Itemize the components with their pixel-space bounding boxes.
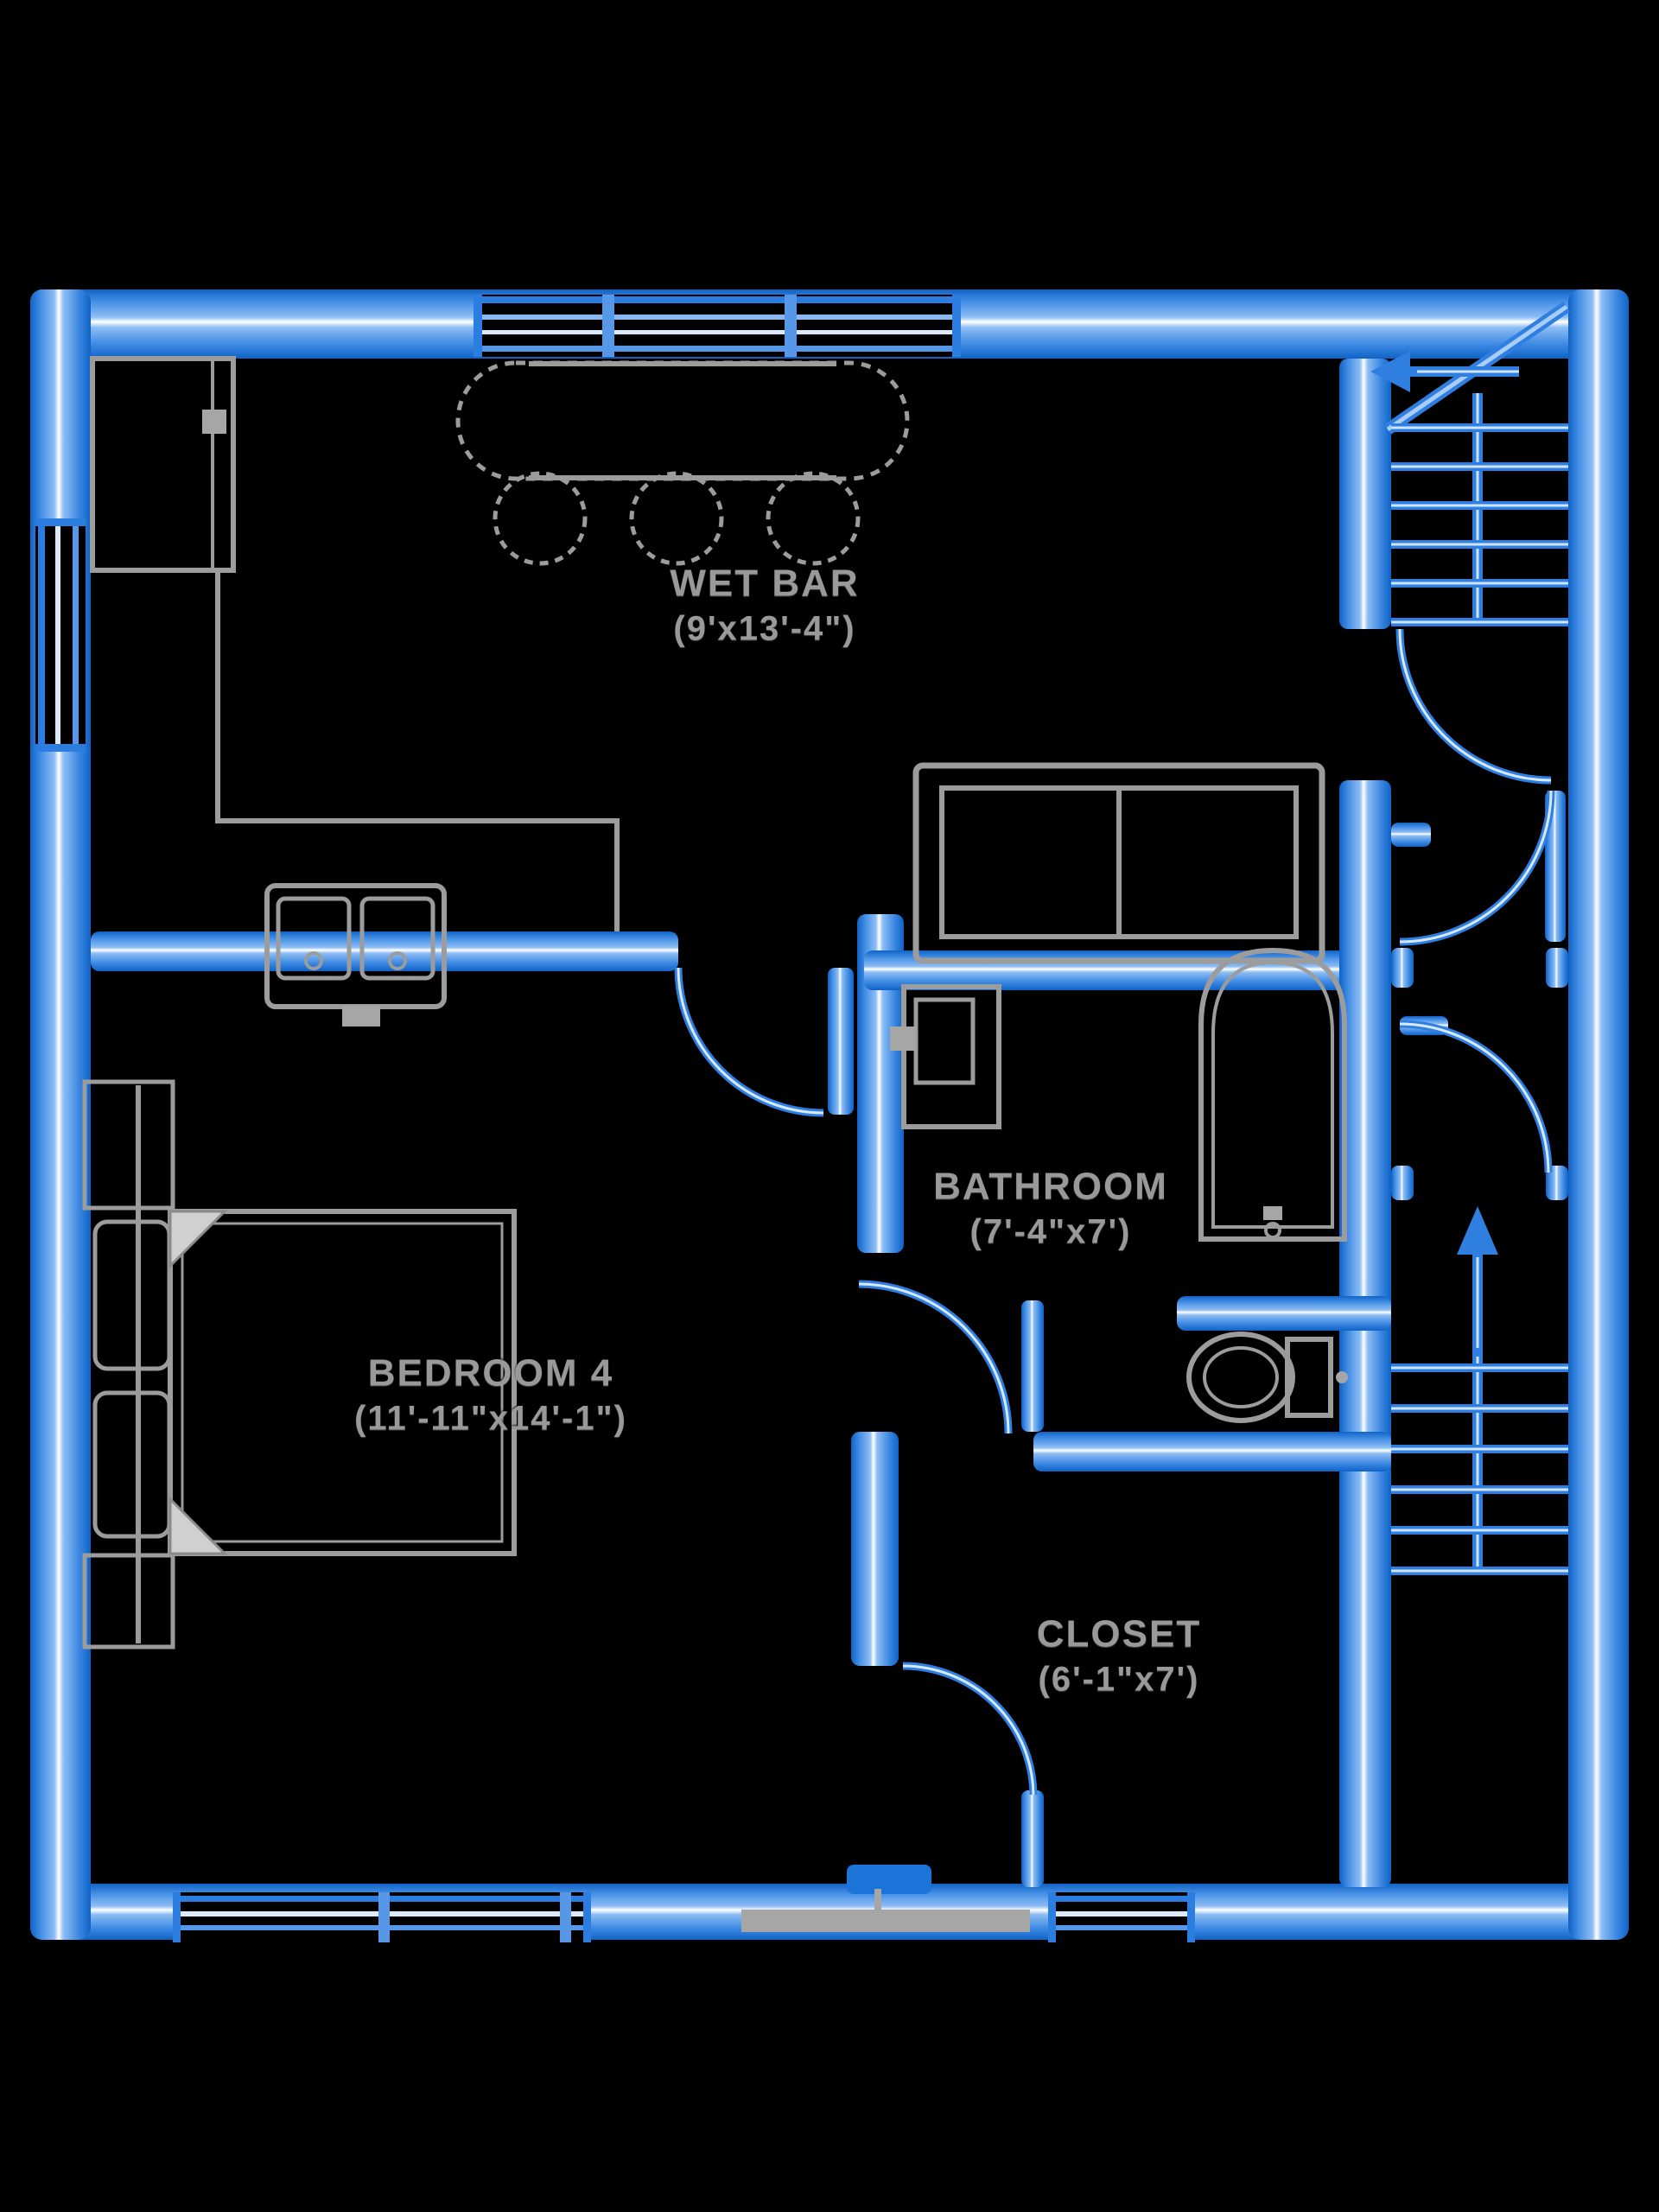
mattress xyxy=(168,1209,517,1556)
top-wall-window xyxy=(474,295,961,357)
arrow-up-icon xyxy=(1457,1206,1498,1357)
kitchen-sink xyxy=(264,883,447,1027)
room-label-bedroom-4: BEDROOM 4 (11'-11"x14'-1") xyxy=(354,1350,627,1440)
bedroom-door-leaf xyxy=(828,968,854,1115)
room-label-wet-bar: WET BAR (9'x13'-4") xyxy=(670,560,859,651)
tub-faucet xyxy=(1263,1206,1282,1220)
nightstand-top xyxy=(82,1079,175,1211)
room-name: CLOSET xyxy=(1036,1612,1202,1656)
closet-door-leaf xyxy=(1021,1790,1044,1887)
pillow-2 xyxy=(92,1390,172,1539)
sofa xyxy=(912,762,1325,964)
room-dims: (9'x13'-4") xyxy=(673,609,856,648)
sink-faucet xyxy=(342,1006,380,1027)
room-dims: (6'-1"x7') xyxy=(1038,1660,1200,1699)
bar-stools xyxy=(493,471,861,566)
bar-counter xyxy=(455,360,910,481)
vanity-faucet xyxy=(890,1027,916,1051)
lower-staircase xyxy=(1391,1206,1568,1575)
door-swings xyxy=(674,628,1566,1887)
left-wall-window xyxy=(35,518,86,752)
upper-staircase xyxy=(1370,302,1570,626)
bathroom-door-leaf xyxy=(1021,1300,1044,1432)
arrow-left-icon xyxy=(1370,351,1519,392)
room-name: BATHROOM xyxy=(933,1165,1168,1208)
kitchen-counter xyxy=(215,570,620,931)
entry-threshold xyxy=(741,1889,1030,1932)
vanity-sink xyxy=(890,984,1001,1129)
room-label-closet: CLOSET (6'-1"x7') xyxy=(1037,1611,1201,1701)
bathtub xyxy=(1198,947,1347,1242)
room-dims: (11'-11"x14'-1") xyxy=(354,1399,627,1438)
sheet-fold-bottom xyxy=(168,1496,228,1555)
hall-door-1-swing xyxy=(1395,628,1552,785)
sheet-fold-top xyxy=(168,1210,228,1269)
toilet xyxy=(1186,1332,1348,1423)
nightstand-bottom xyxy=(82,1553,175,1649)
room-dims: (7'-4"x7') xyxy=(969,1212,1132,1251)
bed xyxy=(82,1079,517,1649)
room-name: BEDROOM 4 xyxy=(367,1351,614,1395)
room-label-bathroom: BATHROOM (7'-4"x7') xyxy=(933,1163,1168,1254)
room-name: WET BAR xyxy=(670,562,860,605)
tall-cabinet xyxy=(90,356,236,573)
toilet-tank xyxy=(1285,1337,1333,1418)
bottom-wall-windows xyxy=(173,1892,1195,1942)
pillow-1 xyxy=(92,1219,172,1371)
